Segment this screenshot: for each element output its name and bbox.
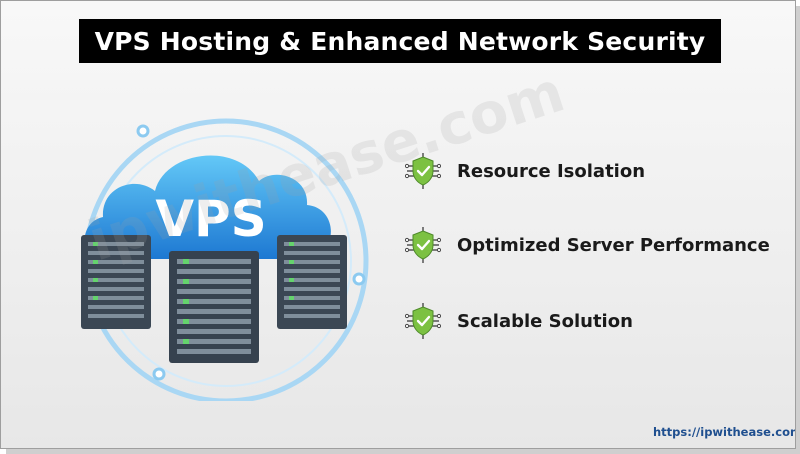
feature-list: Resource Isolation Optimized Server Perf…: [405, 153, 785, 353]
page-title: VPS Hosting & Enhanced Network Security: [79, 19, 721, 63]
feature-label: Scalable Solution: [457, 310, 633, 332]
vps-illustration: VPS: [81, 118, 369, 401]
feature-item-resource-isolation: Resource Isolation: [405, 153, 645, 189]
feature-item-optimized-server-performance: Optimized Server Performance: [405, 227, 770, 263]
frame-shadow-right: [796, 6, 800, 452]
cloud-label: VPS: [155, 190, 266, 248]
server-rack-left-icon: [81, 235, 151, 329]
server-rack-center-icon: [169, 251, 259, 363]
server-rack-right-icon: [277, 235, 347, 329]
shield-check-icon: [405, 303, 441, 339]
footer-url-link[interactable]: https://ipwithease.com: [653, 425, 796, 439]
page-title-text: VPS Hosting & Enhanced Network Security: [94, 26, 706, 56]
shield-check-icon: [405, 153, 441, 189]
feature-label: Resource Isolation: [457, 160, 646, 182]
cloud-icon: [84, 155, 331, 259]
feature-label: Optimized Server Performance: [457, 234, 770, 256]
frame-shadow-bottom: [6, 449, 800, 454]
shield-check-icon: [405, 227, 441, 263]
feature-item-scalable-solution: Scalable Solution: [405, 303, 633, 339]
